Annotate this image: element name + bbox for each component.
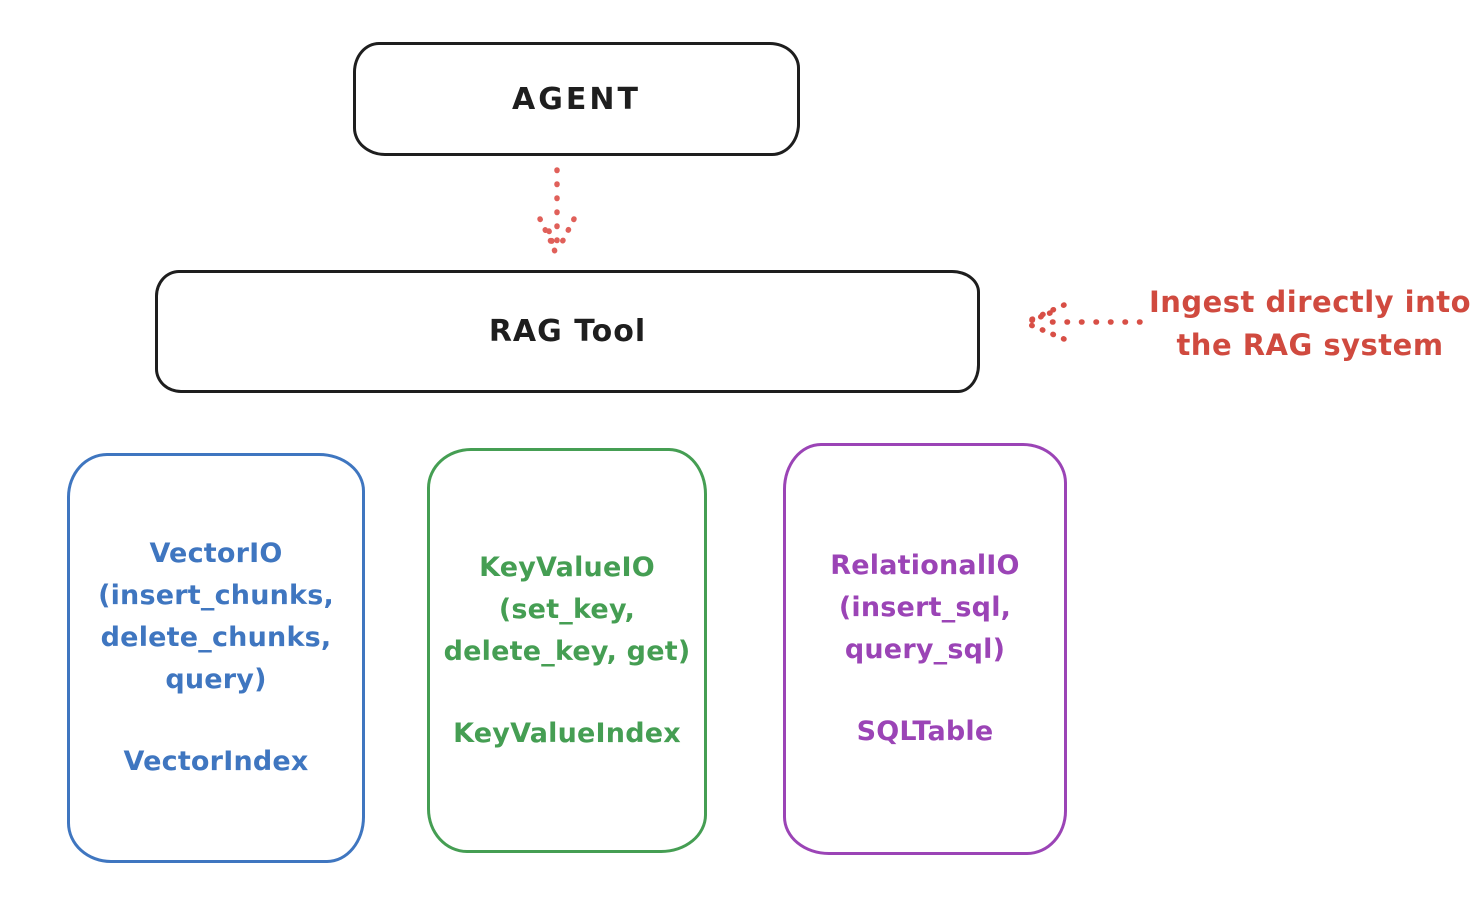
ingest-annotation-line-1: Ingest directly into (1148, 285, 1472, 319)
agent-node: AGENT (353, 42, 800, 156)
relational-io-node: RelationalIO (insert_sql, query_sql) SQL… (783, 443, 1067, 855)
key-value-io-node: KeyValueIO (set_key, delete_key, get) Ke… (427, 448, 707, 853)
rag-tool-label: RAG Tool (488, 314, 647, 349)
relational-io-arg-line: (insert_sql, (838, 592, 1012, 623)
agent-label: AGENT (512, 81, 641, 117)
vector-io-arg-line: delete_chunks, (100, 622, 332, 653)
sql-table-label: SQLTable (856, 716, 994, 747)
ingest-annotation: Ingest directly into the RAG system (1140, 281, 1480, 367)
vector-io-arg-line: (insert_chunks, (98, 580, 334, 611)
key-value-io-arg-line: delete_key, get) (443, 635, 691, 667)
key-value-io-title: KeyValueIO (479, 551, 655, 583)
rag-tool-node: RAG Tool (155, 270, 980, 393)
ingest-annotation-line-2: the RAG system (1176, 328, 1444, 362)
relational-io-arg-line: query_sql) (844, 634, 1006, 665)
arrow-ingest-to-rag-tool (1023, 302, 1143, 342)
vector-index-label: VectorIndex (123, 746, 309, 777)
vector-io-arg-line: query) (165, 664, 267, 695)
relational-io-title: RelationalIO (830, 550, 1020, 581)
vector-io-title: VectorIO (149, 538, 283, 569)
vector-io-node: VectorIO (insert_chunks, delete_chunks, … (67, 453, 365, 863)
key-value-index-label: KeyValueIndex (453, 717, 681, 749)
arrow-agent-to-rag-tool (537, 167, 577, 255)
key-value-io-arg-line: (set_key, (498, 593, 636, 625)
